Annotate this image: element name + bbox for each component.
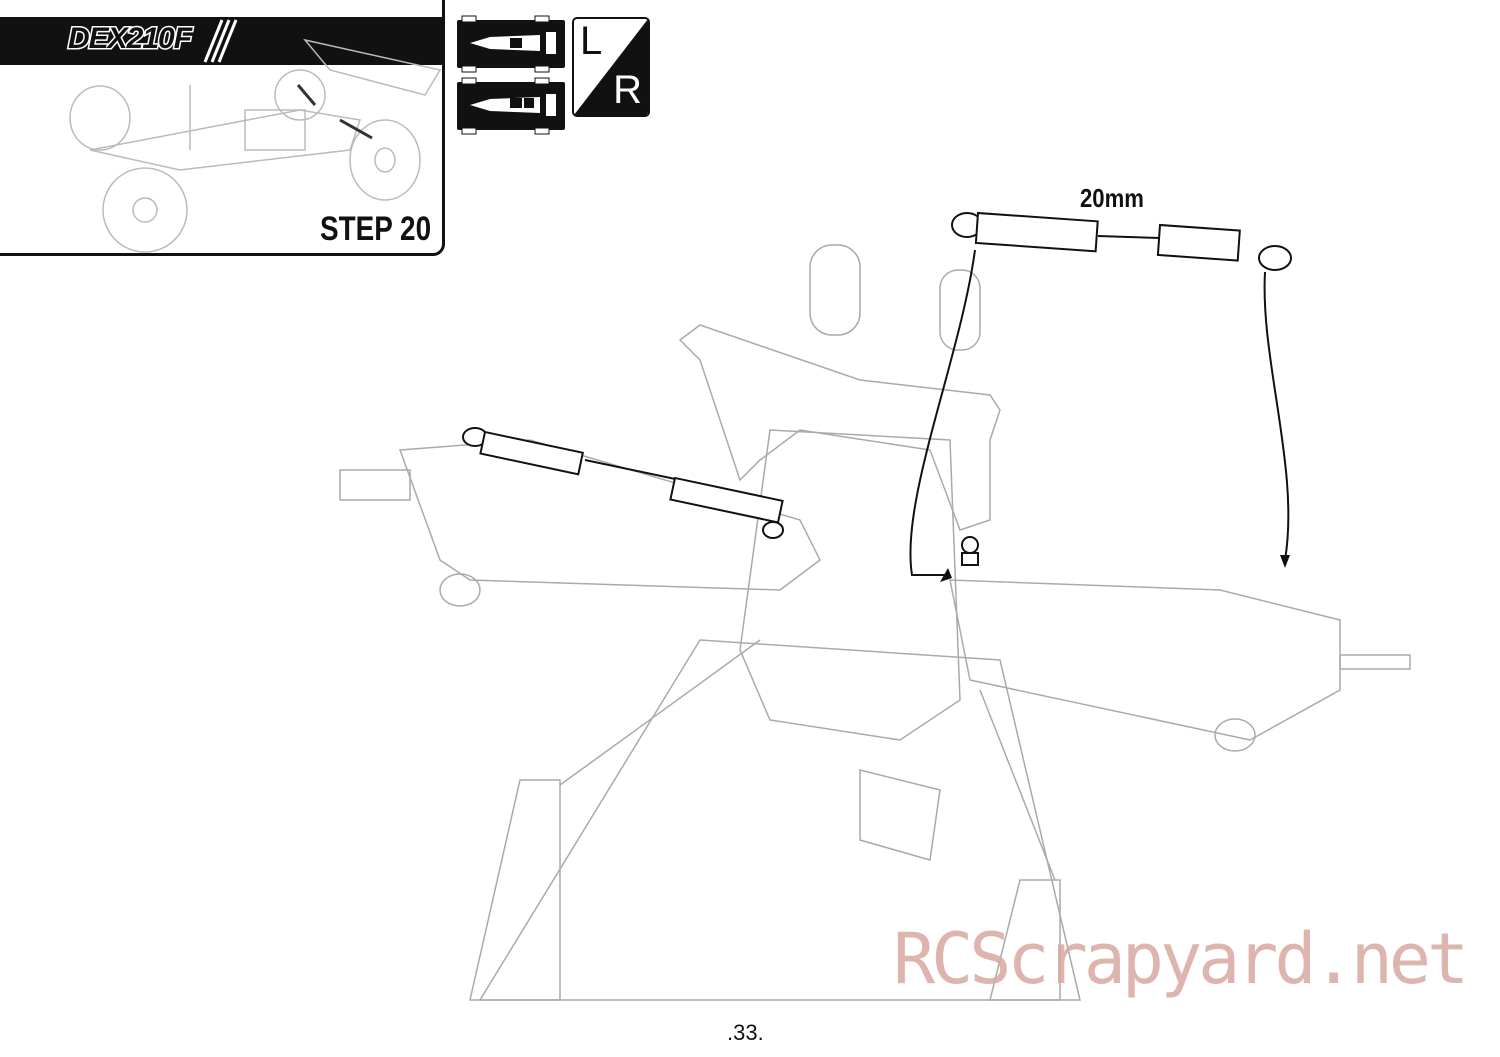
lr-diagonal [574,19,648,115]
step-panel [0,0,445,256]
arrow-head-left [940,568,952,582]
left-turnbuckle [462,427,784,539]
turnbuckle-length-label: 20mm [1080,183,1144,213]
banner-slashes [203,19,238,63]
install-arrows [909,249,1290,576]
chassis-drawing [339,244,1411,1001]
rear-axle-icon [457,77,565,135]
turnbuckle-20mm [951,211,1292,271]
ball-stud [961,536,979,566]
car-thumbnail-parts [296,84,373,140]
page-number: .33. [727,1020,764,1045]
brand-logo: DEX210F [66,21,193,57]
step-number: STEP 20 [320,210,432,248]
front-axle-icon [457,15,565,73]
arrow-head-right [1280,555,1290,568]
brand-logo-text: DEX210F [66,21,193,57]
watermark: RCScrapyard.net [893,918,1469,1000]
left-right-indicator: L R [572,17,650,117]
right-label: R [613,68,642,112]
left-label: L [580,19,603,63]
car-thumbnail [69,38,442,253]
